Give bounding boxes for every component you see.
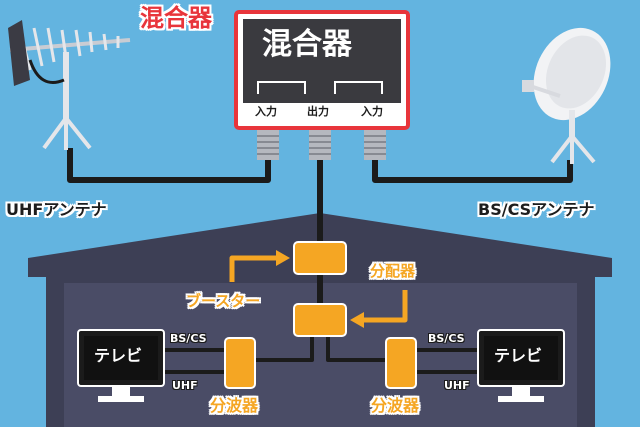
uhf-antenna-icon xyxy=(8,20,131,150)
mixer-port-out: 出力 xyxy=(307,105,329,118)
cable-bs-to-mixer xyxy=(372,160,573,183)
tv-right-icon xyxy=(477,329,565,402)
separator-left-label: 分波器 xyxy=(210,396,259,415)
right-bscs-label: BS/CS xyxy=(428,332,465,345)
left-uhf-label: UHF xyxy=(172,379,198,392)
mixer-connector-right xyxy=(364,130,386,160)
tv-left-icon xyxy=(77,329,165,402)
left-bscs-label: BS/CS xyxy=(170,332,207,345)
tv-right-label: テレビ xyxy=(494,346,543,365)
splitter-device xyxy=(293,303,347,337)
mixer-port-in-right: 入力 xyxy=(361,105,383,118)
bs-antenna-label: BS/CSアンテナ xyxy=(478,200,595,219)
mixer-title: 混合器 xyxy=(262,27,352,62)
mixer-port-in-left: 入力 xyxy=(255,105,277,118)
separator-left-device xyxy=(224,337,256,389)
splitter-arrowhead-icon xyxy=(350,312,364,328)
booster-label: ブースター xyxy=(186,292,261,310)
uhf-antenna-label: UHFアンテナ xyxy=(6,200,107,219)
bs-dish-icon xyxy=(522,27,611,164)
cables xyxy=(67,148,573,374)
mixer-device xyxy=(234,10,410,160)
cable-splitter-to-left-separator xyxy=(254,335,314,362)
right-uhf-label: UHF xyxy=(444,379,470,392)
splitter-label: 分配器 xyxy=(370,262,416,280)
cable-uhf-to-mixer xyxy=(67,148,271,183)
booster-arrow-icon xyxy=(229,255,278,282)
mixer-caption: 混合器 xyxy=(140,4,212,32)
cable-splitter-to-right-separator xyxy=(326,335,388,362)
splitter-arrow-icon xyxy=(362,290,408,323)
booster-arrowhead-icon xyxy=(276,250,290,266)
separator-right-label: 分波器 xyxy=(371,396,420,415)
separator-right-device xyxy=(385,337,417,389)
booster-device xyxy=(293,241,347,275)
mixer-connector-left xyxy=(257,130,279,160)
tv-left-label: テレビ xyxy=(94,346,143,365)
mixer-connector-out xyxy=(309,130,331,160)
